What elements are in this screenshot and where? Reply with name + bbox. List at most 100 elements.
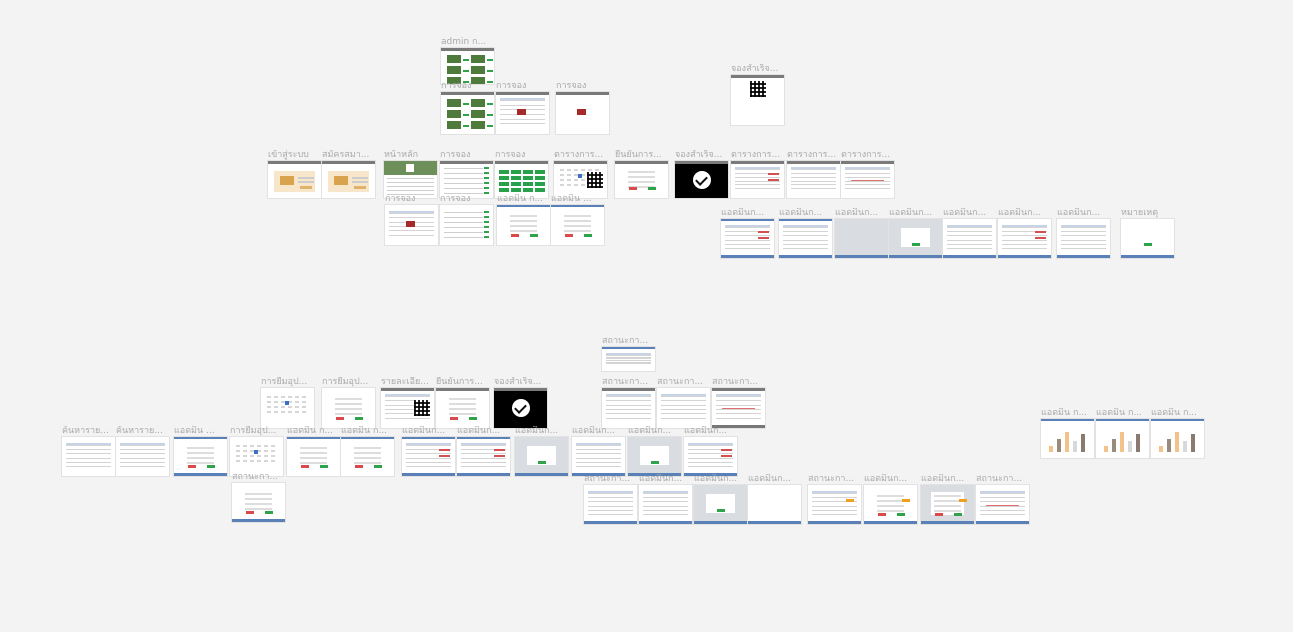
frame-thumbnail[interactable] [731,75,784,125]
screen-frame[interactable]: รายละเอีย... [381,377,434,428]
frame-label[interactable]: แอดมินก... [628,426,672,436]
screen-frame[interactable]: สถานะกา... [232,472,285,522]
frame-thumbnail[interactable] [268,161,321,198]
frame-thumbnail[interactable] [731,161,784,198]
frame-thumbnail[interactable] [232,483,285,522]
frame-label[interactable]: แอดมินก... [639,474,683,484]
screen-frame[interactable]: แอดมินก... [515,426,568,476]
frame-label[interactable]: แอดมินก... [694,474,738,484]
frame-label[interactable]: การจอง [440,194,471,204]
frame-label[interactable]: แอดมินก... [889,208,933,218]
screen-frame[interactable]: ตารางการ... [554,150,607,198]
frame-thumbnail[interactable] [322,161,375,198]
screen-frame[interactable]: แอดมินก... [943,208,996,258]
frame-label[interactable]: แอดมินก... [779,208,823,218]
screen-frame[interactable]: การจอง [385,194,438,245]
frame-thumbnail[interactable] [721,219,774,258]
frame-label[interactable]: สถานะกา... [602,336,649,346]
frame-label[interactable]: แอดมิน ก... [1041,408,1088,418]
frame-thumbnail[interactable] [495,161,548,198]
screen-frame[interactable]: การจอง [495,150,548,198]
screen-frame[interactable]: แอดมินก... [889,208,942,258]
screen-frame[interactable]: ยืนยันการ... [436,377,489,428]
screen-frame[interactable]: ตารางการ... [731,150,784,198]
frame-thumbnail[interactable] [921,485,974,524]
frame-thumbnail[interactable] [943,219,996,258]
frame-thumbnail[interactable] [712,388,765,428]
frame-thumbnail[interactable] [841,161,894,198]
frame-label[interactable]: ตารางการ... [841,150,891,160]
frame-thumbnail[interactable] [998,219,1051,258]
frame-label[interactable]: แอดมิน ... [551,194,592,204]
screen-frame[interactable]: สถานะกา... [584,474,637,524]
frame-thumbnail[interactable] [441,92,494,134]
frame-label[interactable]: แอดมิน ก... [1151,408,1198,418]
frame-thumbnail[interactable] [402,437,455,476]
frame-thumbnail[interactable] [261,388,314,428]
frame-label[interactable]: การยืมอุป... [322,377,369,387]
frame-label[interactable]: แอดมินก... [721,208,765,218]
frame-label[interactable]: จองสำเร็จ... [731,64,779,74]
screen-frame[interactable]: การยืมอุป... [261,377,314,428]
screen-frame[interactable]: แอดมินก... [1057,208,1110,258]
screen-frame[interactable]: แอดมิน ... [551,194,604,245]
frame-label[interactable]: แอดมินก... [457,426,501,436]
screen-frame[interactable]: แอดมินก... [779,208,832,258]
frame-thumbnail[interactable] [748,485,801,524]
frame-label[interactable]: จองสำเร็จ... [494,377,542,387]
frame-label[interactable]: แอดมินก... [835,208,879,218]
screen-frame[interactable]: ยืนยันการ... [615,150,668,198]
screen-frame[interactable]: แอดมิน ก... [341,426,394,476]
frame-thumbnail[interactable] [602,388,655,428]
frame-label[interactable]: การยืมอุป... [261,377,308,387]
frame-label[interactable]: แอดมินก... [748,474,792,484]
frame-label[interactable]: แอดมินก... [921,474,965,484]
frame-label[interactable]: สถานะกา... [712,377,759,387]
frame-thumbnail[interactable] [864,485,917,524]
frame-label[interactable]: สถานะกา... [976,474,1023,484]
screen-frame[interactable]: แอดมินก... [835,208,888,258]
screen-frame[interactable]: ค้นหาราย... [62,426,115,476]
frame-thumbnail[interactable] [515,437,568,476]
frame-thumbnail[interactable] [440,205,493,245]
screen-frame[interactable]: เข้าสู่ระบบ [268,150,321,198]
frame-label[interactable]: แอดมินก... [402,426,446,436]
screen-frame[interactable]: จองสำเร็จ... [494,377,547,428]
frame-thumbnail[interactable] [787,161,840,198]
frame-thumbnail[interactable] [628,437,681,476]
frame-label[interactable]: การจอง [556,81,587,91]
frame-thumbnail[interactable] [639,485,692,524]
screen-frame[interactable]: หน้าหลัก [384,150,437,198]
frame-label[interactable]: แอดมินก... [684,426,728,436]
frame-thumbnail[interactable] [116,437,169,476]
frame-label[interactable]: หมายเหตุ [1121,208,1159,218]
frame-label[interactable]: ตารางการ... [554,150,604,160]
screen-frame[interactable]: ค้นหาราย... [116,426,169,476]
frame-thumbnail[interactable] [440,161,493,198]
screen-frame[interactable]: ตารางการ... [787,150,840,198]
frame-label[interactable]: ยืนยันการ... [615,150,662,160]
frame-label[interactable]: สถานะกา... [657,377,704,387]
frame-thumbnail[interactable] [808,485,861,524]
screen-frame[interactable]: แอดมิน ก... [1041,408,1094,458]
screen-frame[interactable]: สถานะกา... [602,336,655,371]
frame-label[interactable]: หน้าหลัก [384,150,419,160]
frame-label[interactable]: แอดมินก... [1057,208,1101,218]
frame-thumbnail[interactable] [385,205,438,245]
screen-frame[interactable]: แอดมิน ก... [287,426,340,476]
screen-frame[interactable]: จองสำเร็จ... [731,64,784,125]
frame-label[interactable]: เข้าสู่ระบบ [268,150,309,160]
frame-label[interactable]: การยืมอุป... [230,426,277,436]
frame-label[interactable]: ยืนยันการ... [436,377,483,387]
screen-frame[interactable]: หมายเหตุ [1121,208,1174,258]
screen-frame[interactable]: สถานะกา... [602,377,655,428]
screen-frame[interactable]: แอดมินก... [684,426,737,476]
frame-thumbnail[interactable] [1151,419,1204,458]
frame-thumbnail[interactable] [657,388,710,428]
frame-thumbnail[interactable] [835,219,888,258]
screen-frame[interactable]: การจอง [440,194,493,245]
frame-label[interactable]: การจอง [495,150,526,160]
frame-thumbnail[interactable] [554,161,607,198]
screen-frame[interactable]: จองสำเร็จ... [675,150,728,198]
screen-frame[interactable]: การจอง [440,150,493,198]
